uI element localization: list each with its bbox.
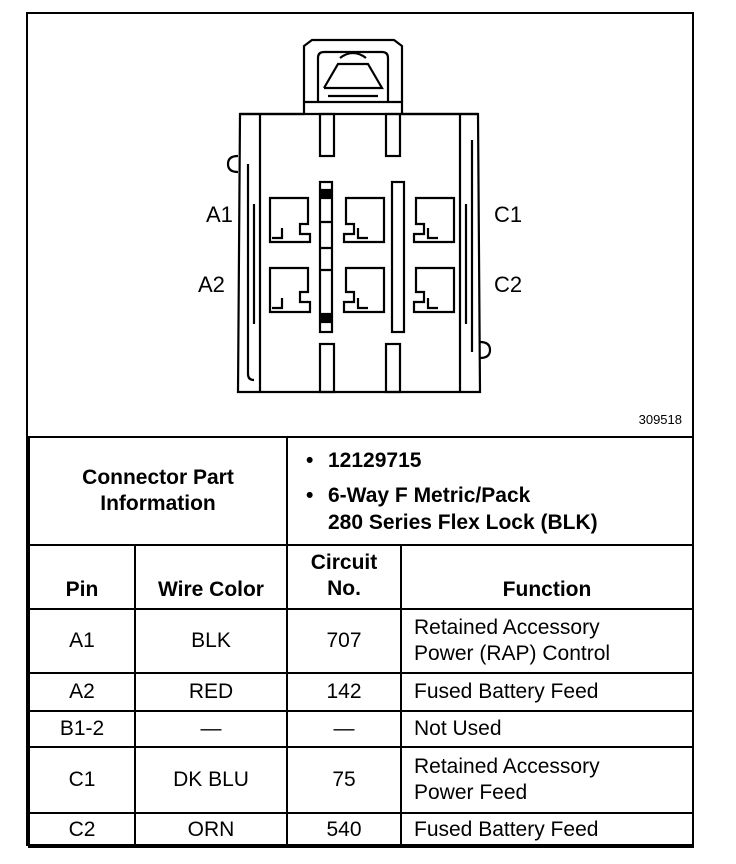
cell-wire-color: ORN [134,812,288,848]
cell-circuit: 707 [286,608,402,674]
pin-label-c2: C2 [494,272,523,297]
terminal-cavities [268,196,456,314]
connector-desc-line2: 280 Series Flex Lock (BLK) [328,510,598,534]
connector-info-details: •12129715 •6-Way F Metric/Pack 280 Serie… [285,436,695,546]
cell-wire-color: BLK [134,608,288,674]
connector-pinout-table: Connector Part Information •12129715 •6-… [28,436,695,848]
cell-function-line1: Retained Accessory [414,616,600,639]
cell-pin: C2 [28,812,136,848]
cell-pin: A1 [28,608,136,674]
cell-function-line2: Power (RAP) Control [414,642,611,665]
header-circuit-no: Circuit No. [286,544,402,610]
pin-label-a2: A2 [198,272,225,297]
cell-function: Retained Accessory Power Feed [399,746,695,814]
table-row: B1-2 — — Not Used [28,710,695,748]
header-pin: Pin [28,544,136,610]
cell-function: Retained Accessory Power (RAP) Control [399,608,695,674]
bottom-channels [318,342,402,394]
connector-housing [226,100,492,394]
header-function: Function [399,544,695,610]
connector-face-svg [226,38,492,394]
top-channels [318,112,402,158]
cell-pin: B1-2 [28,710,136,748]
figure-number: 309518 [638,412,682,427]
part-number: 12129715 [328,448,422,472]
lock-tab [302,38,404,102]
header-wire-color: Wire Color [134,544,288,610]
pin-label-c1: C1 [494,202,523,227]
cell-wire-color: — [134,710,288,748]
cell-function-line2: Power Feed [414,781,528,804]
pin-label-a1: A1 [206,202,233,227]
cell-wire-color: RED [134,672,288,712]
table-header-row: Pin Wire Color Circuit No. Function [28,544,695,610]
table-row: A1 BLK 707 Retained Accessory Power (RAP… [28,608,695,674]
connector-info-row: Connector Part Information •12129715 •6-… [28,436,695,546]
connector-drawing: A1 A2 C1 C2 309518 [28,14,692,436]
cell-function: Fused Battery Feed [399,672,695,712]
cell-pin: C1 [28,746,136,814]
cell-function-line1: Retained Accessory [414,755,600,778]
cell-pin: A2 [28,672,136,712]
cell-circuit: 142 [286,672,402,712]
diagram-frame: A1 A2 C1 C2 309518 Connector Part Inform… [26,12,695,848]
header-circuit-line1: Circuit [310,551,378,574]
table-row: C2 ORN 540 Fused Battery Feed [28,812,695,848]
cell-circuit: 540 [286,812,402,848]
cell-function: Fused Battery Feed [399,812,695,848]
cell-function: Not Used [399,710,695,748]
cell-circuit: 75 [286,746,402,814]
connector-info-label: Connector Part Information [28,436,288,546]
table-row: C1 DK BLU 75 Retained Accessory Power Fe… [28,746,695,814]
cell-wire-color: DK BLU [134,746,288,814]
connector-info-label-line1: Connector Part [82,466,234,489]
table-row: A2 RED 142 Fused Battery Feed [28,672,695,712]
connector-desc-line1: 6-Way F Metric/Pack [328,483,531,507]
cell-circuit: — [286,710,402,748]
connector-info-label-line2: Information [100,492,216,515]
center-dividers [318,180,406,334]
header-circuit-line2: No. [327,577,361,600]
